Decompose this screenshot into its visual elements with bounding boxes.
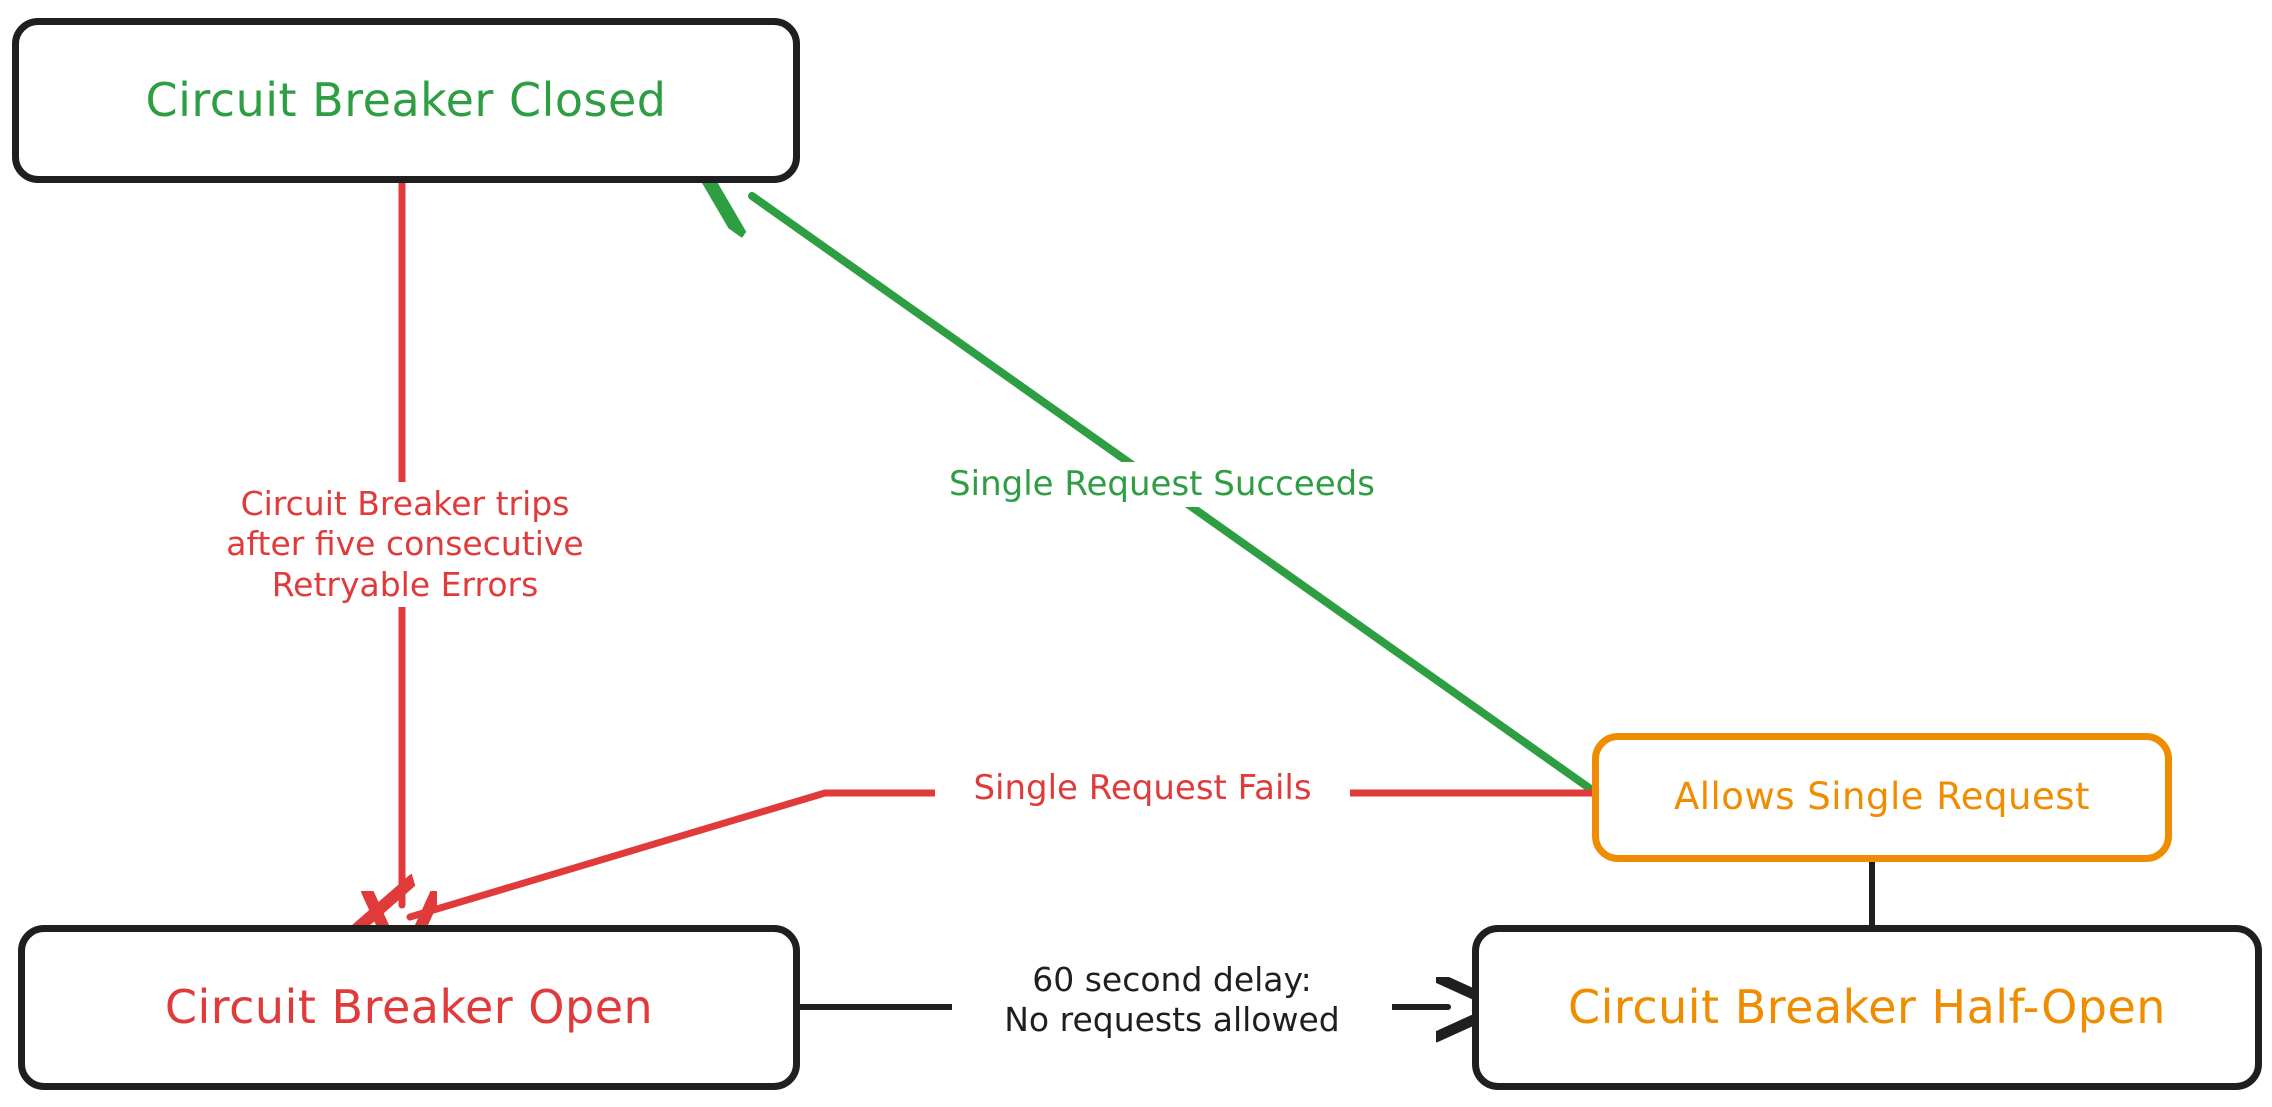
- node-allows-single-request[interactable]: Allows Single Request: [1592, 733, 2172, 862]
- edge-allows-to-open: [410, 789, 1596, 917]
- node-circuit-breaker-open[interactable]: Circuit Breaker Open: [18, 925, 800, 1090]
- edge-label-closed-to-open: Circuit Breaker trips after five consecu…: [185, 482, 625, 607]
- node-label-half-open: Circuit Breaker Half-Open: [1568, 980, 2166, 1035]
- node-label-open: Circuit Breaker Open: [164, 980, 654, 1035]
- node-circuit-breaker-half-open[interactable]: Circuit Breaker Half-Open: [1472, 925, 2262, 1090]
- edge-label-allows-to-closed: Single Request Succeeds: [912, 462, 1412, 508]
- edge-label-allows-to-open: Single Request Fails: [935, 766, 1350, 812]
- node-label-allows-single-request: Allows Single Request: [1673, 775, 2091, 819]
- node-circuit-breaker-closed[interactable]: Circuit Breaker Closed: [12, 18, 800, 183]
- node-label-closed: Circuit Breaker Closed: [145, 73, 667, 128]
- edge-label-open-to-half-open: 60 second delay: No requests allowed: [952, 958, 1392, 1043]
